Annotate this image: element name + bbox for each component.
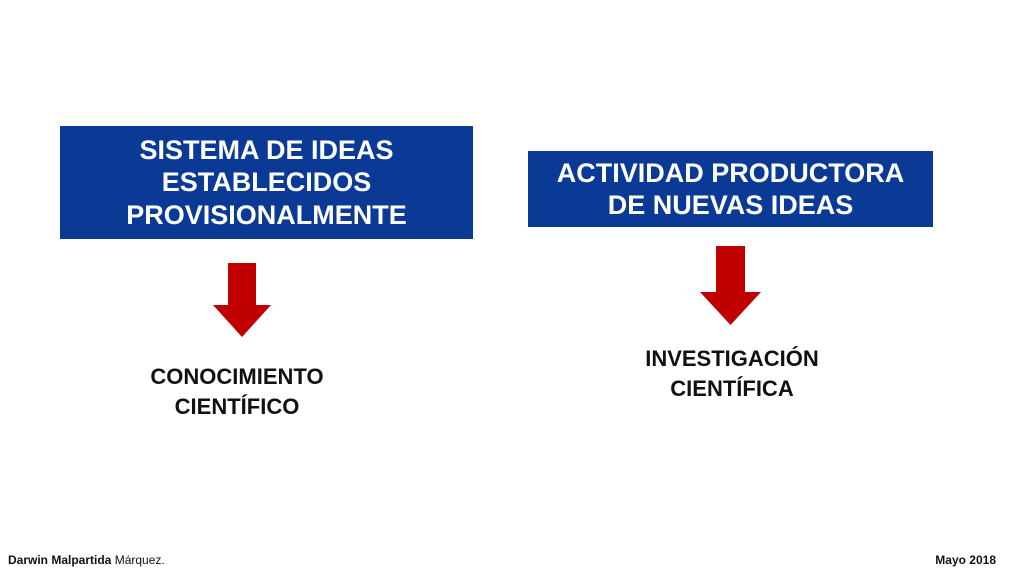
footer-author-rest: Márquez. [111,553,165,567]
result-right: INVESTIGACIÓN CIENTÍFICA [602,344,862,403]
result-left-line-2: CIENTÍFICO [174,393,300,419]
footer-date: Mayo 2018 [935,553,996,567]
result-right-line-2: CIENTÍFICA [670,375,794,401]
concept-box-left: SISTEMA DE IDEAS ESTABLECIDOS PROVISIONA… [60,126,473,239]
arrow-down-icon [700,246,761,325]
result-left-line-1: CONOCIMIENTO [150,364,324,389]
box-right-line-2: DE NUEVAS IDEAS [607,190,854,220]
footer-author: Darwin Malpartida Márquez. [8,553,165,567]
box-left-line-3: PROVISIONALMENTE [126,199,407,230]
concept-box-right: ACTIVIDAD PRODUCTORA DE NUEVAS IDEAS [528,151,933,227]
box-left-line-2: ESTABLECIDOS [161,167,372,198]
arrow-down-icon [213,263,271,337]
footer-author-bold: Darwin Malpartida [8,553,112,567]
box-left-line-1: SISTEMA DE IDEAS [139,134,394,165]
result-left: CONOCIMIENTO CIENTÍFICO [107,362,367,421]
box-right-line-1: ACTIVIDAD PRODUCTORA [556,157,905,188]
result-right-line-1: INVESTIGACIÓN [645,346,819,371]
